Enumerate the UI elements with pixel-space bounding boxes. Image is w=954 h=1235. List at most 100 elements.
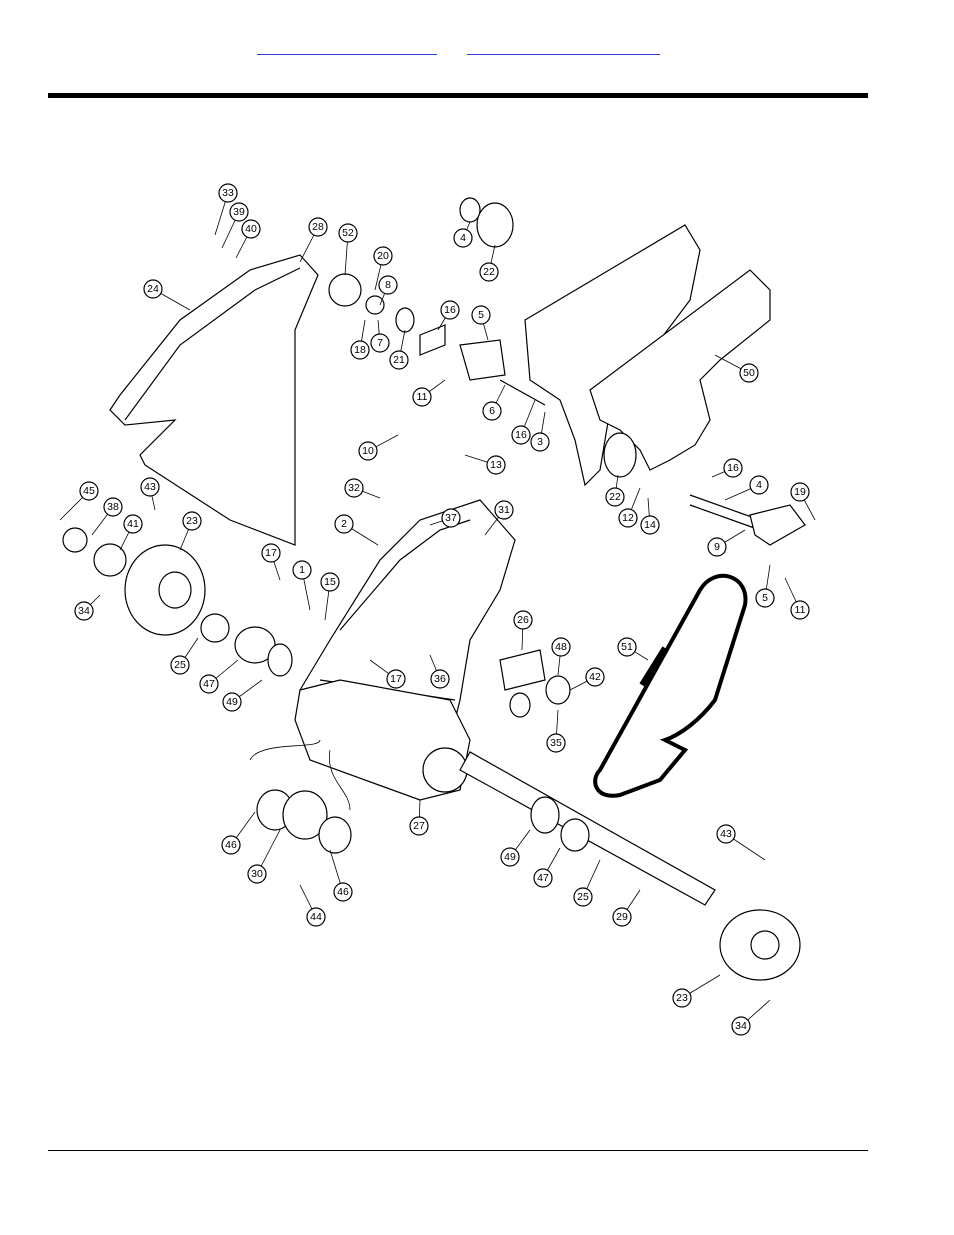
header-link-2[interactable] (467, 40, 660, 55)
callout-31: 31 (484, 500, 514, 536)
callout-3: 3 (530, 411, 550, 452)
callout-number: 39 (233, 206, 245, 218)
callout-number: 24 (147, 283, 159, 295)
callout-circle (389, 350, 409, 370)
callout-circle (731, 1016, 751, 1036)
callout-circle (640, 515, 660, 535)
callout-39: 39 (221, 202, 249, 249)
callout-circle (229, 202, 249, 222)
callout-19: 19 (790, 482, 816, 521)
callout-circle (573, 887, 593, 907)
callout-36: 36 (429, 654, 450, 689)
callout-number: 23 (676, 992, 688, 1004)
callout-number: 49 (504, 851, 516, 863)
callout-number: 46 (337, 886, 349, 898)
callout-circle (672, 988, 692, 1008)
callout-number: 6 (489, 405, 495, 417)
callout-circle (103, 497, 123, 517)
callout-14: 14 (640, 497, 660, 535)
callout-circle (292, 560, 312, 580)
callout-number: 4 (460, 232, 466, 244)
callout-number: 9 (714, 541, 720, 553)
callout-number: 44 (310, 911, 322, 923)
callout-circle (143, 279, 163, 299)
callout-number: 17 (390, 673, 402, 685)
callout-circle (334, 514, 354, 534)
callout-circle (471, 305, 491, 325)
footer-rule (48, 1150, 868, 1151)
callout-circle (533, 868, 553, 888)
callout-47: 47 (199, 659, 239, 694)
callout-17: 17 (369, 659, 406, 689)
callout-37: 37 (429, 508, 461, 528)
callout-number: 1 (299, 564, 305, 576)
callout-number: 13 (490, 459, 502, 471)
hub-right (719, 909, 801, 981)
callout-46: 46 (221, 811, 256, 855)
callout-circle (170, 655, 190, 675)
callout-25: 25 (573, 859, 601, 907)
callout-18: 18 (350, 319, 370, 360)
callout-number: 17 (265, 547, 277, 559)
callout-34: 34 (731, 999, 771, 1036)
callout-number: 5 (762, 592, 768, 604)
callout-circle (409, 816, 429, 836)
callout-circle (378, 275, 398, 295)
callout-22: 22 (479, 244, 499, 282)
callout-46: 46 (329, 849, 353, 902)
callout-16: 16 (711, 458, 743, 478)
callout-number: 47 (203, 678, 215, 690)
callout-12: 12 (618, 487, 641, 528)
callout-number: 16 (444, 304, 456, 316)
callout-22: 22 (605, 474, 625, 507)
callout-number: 18 (354, 344, 366, 356)
callout-circle (370, 333, 390, 353)
callout-number: 32 (348, 482, 360, 494)
callout-number: 16 (515, 429, 527, 441)
callout-number: 12 (622, 512, 634, 524)
callout-circle (530, 432, 550, 452)
idler-sprockets (499, 649, 571, 718)
callout-number: 35 (550, 737, 562, 749)
callout-circle (222, 692, 242, 712)
callout-17: 17 (261, 543, 281, 581)
callout-number: 30 (251, 868, 263, 880)
callout-circle (440, 300, 460, 320)
callout-number: 2 (341, 518, 347, 530)
callout-number: 34 (78, 605, 90, 617)
callout-43: 43 (716, 824, 766, 861)
callout-51: 51 (617, 637, 649, 661)
callout-circle (123, 514, 143, 534)
header-link-1[interactable] (257, 40, 437, 55)
callout-15: 15 (320, 572, 340, 621)
frame-plates (524, 224, 771, 487)
callout-circle (482, 401, 502, 421)
callout-20: 20 (373, 246, 393, 291)
callout-number: 20 (377, 250, 389, 262)
roller-chain (593, 573, 748, 798)
callout-circle (790, 482, 810, 502)
callout-circle (749, 475, 769, 495)
callout-circle (494, 500, 514, 520)
callout-number: 23 (186, 515, 198, 527)
callout-16: 16 (511, 399, 536, 445)
callout-number: 31 (498, 504, 510, 516)
right-axle-pieces (689, 494, 806, 546)
callout-10: 10 (358, 434, 399, 461)
callout-50: 50 (714, 354, 759, 383)
callout-circle (511, 425, 531, 445)
callout-49: 49 (222, 679, 263, 712)
callout-circle (338, 223, 358, 243)
callout-number: 36 (434, 673, 446, 685)
callout-number: 25 (577, 891, 589, 903)
callout-circle (333, 882, 353, 902)
callout-4: 4 (724, 475, 769, 501)
callout-number: 10 (362, 445, 374, 457)
callout-number: 43 (720, 828, 732, 840)
callout-number: 28 (312, 221, 324, 233)
callout-circle (350, 340, 370, 360)
callout-circle (612, 907, 632, 927)
callout-8: 8 (378, 275, 398, 306)
callout-number: 27 (413, 820, 425, 832)
callout-circle (723, 458, 743, 478)
